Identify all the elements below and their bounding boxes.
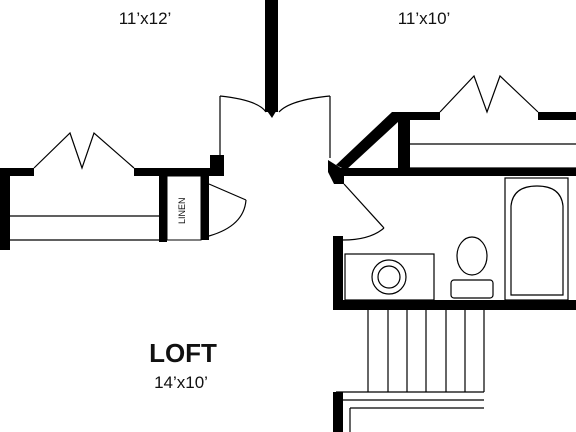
closet-left-bifold-door (33, 131, 135, 170)
loft-name: LOFT (149, 338, 217, 368)
sink-outer (371, 259, 407, 295)
stairs (336, 310, 485, 432)
wall-bath-top (340, 168, 576, 176)
wall-hall-corner (328, 160, 344, 184)
linen-label: LINEN (177, 197, 187, 224)
bathroom-fixtures (344, 177, 569, 301)
wall-divider-tip (265, 100, 278, 118)
wall-right-bedroom-bottom-b (538, 112, 576, 120)
sink-inner (377, 265, 401, 289)
wall-right-closet-stub (398, 112, 410, 172)
loft-dims: 14’x10’ (154, 373, 208, 392)
wall-left-room-stub (0, 168, 10, 250)
bedroom-doors (219, 95, 385, 241)
wall-linen-right (201, 168, 209, 240)
closet-right (398, 74, 576, 169)
wall-bedroom-divider (265, 0, 278, 112)
bathtub (504, 177, 569, 301)
bedroom-left-dims: 11’x12’ (119, 9, 172, 28)
toilet-tank (450, 279, 494, 299)
toilet-bowl (456, 236, 488, 276)
closet-right-bifold-door (439, 74, 539, 114)
wall-hall-left (210, 155, 224, 176)
bathtub-basin (510, 185, 564, 296)
wall-right-bedroom-bottom-a (410, 112, 440, 120)
wall-bath-bottom (333, 300, 576, 310)
closet-left (10, 131, 159, 241)
wall-left-bedroom-bottom-b (134, 168, 224, 176)
bedroom-right-dims: 11’x10’ (398, 9, 451, 28)
wall-bath-left (333, 236, 343, 308)
linen-closet: LINEN (166, 175, 247, 241)
wall-stair-lower (333, 392, 343, 432)
wall-linen-left (159, 168, 167, 242)
linen-door (208, 183, 247, 237)
wall-closet-diagonal (336, 112, 410, 170)
vanity (344, 253, 435, 301)
wall-left-bedroom-bottom-a (0, 168, 34, 176)
